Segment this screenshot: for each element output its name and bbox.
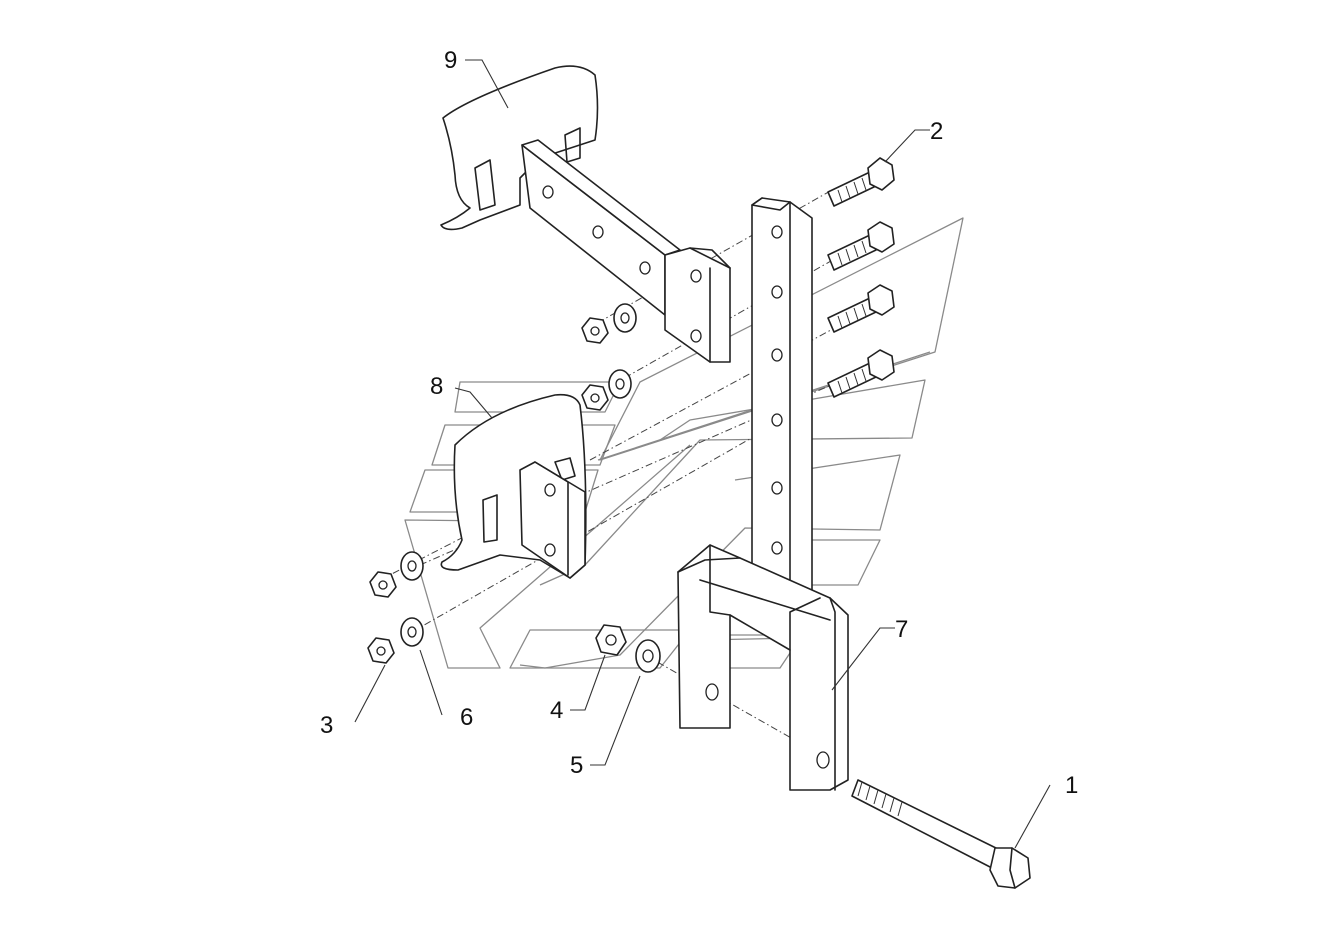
nut [367,637,395,664]
washer [613,303,637,333]
nut [581,317,609,344]
short-bolt [827,349,895,398]
callout-6: 6 [460,704,473,731]
callout-leader-lines [354,59,1051,849]
short-bolt [827,221,895,271]
nut [369,571,397,598]
callout-1: 1 [1065,772,1078,799]
callout-9: 9 [444,47,457,74]
callout-3: 3 [320,712,333,739]
callout-5: 5 [570,752,583,779]
part-9-upper-shield-bracket [440,65,731,363]
callout-4: 4 [550,697,563,724]
callout-8: 8 [430,373,443,400]
short-bolt [827,157,895,207]
short-bolt [827,284,895,333]
part-7-u-bracket [677,544,849,791]
part-1-long-bolt [851,779,1031,889]
callout-labels: 1 2 3 4 5 6 7 8 9 [320,47,1078,799]
nut [581,384,609,411]
washer [400,551,424,581]
callout-7: 7 [895,616,908,643]
nut [595,624,627,656]
washer [400,617,424,647]
vertical-mounting-bar [751,197,813,613]
background-stripe-pattern [404,217,964,669]
part-2-short-bolts [827,157,895,398]
upper-nuts-washers [581,303,637,411]
callout-2: 2 [930,118,943,145]
part-8-lower-shield-bracket [440,393,587,579]
washer [635,639,661,673]
lower-nuts-washers [367,551,661,673]
washer [608,369,632,399]
